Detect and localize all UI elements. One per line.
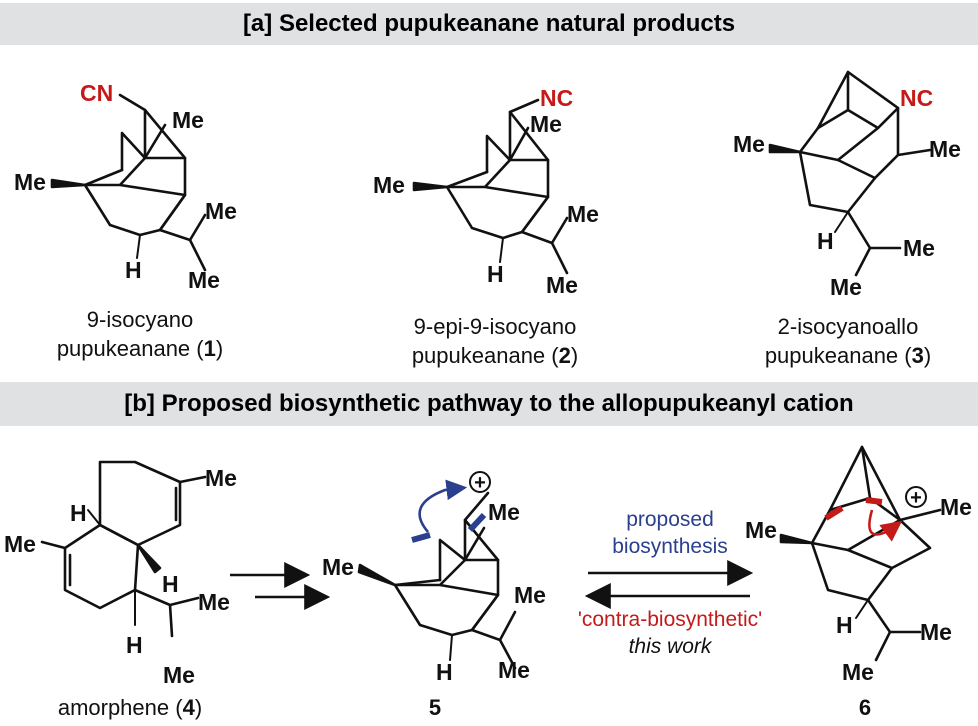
reverse-shift-arrow: [868, 509, 903, 542]
nc-label: NC: [540, 85, 573, 111]
me-label: Me: [322, 554, 354, 580]
cn-label: CN: [80, 80, 113, 106]
me-label: Me: [733, 131, 765, 157]
cation-charge-icon: [469, 471, 491, 493]
me-label: Me: [205, 198, 237, 224]
caption-compound-1: 9-isocyano pupukeanane (1): [56, 307, 224, 361]
structure-compound-5: [357, 491, 517, 670]
h-label: H: [162, 571, 179, 597]
me-label: Me: [205, 465, 237, 491]
me-label: Me: [530, 111, 562, 137]
me-label: Me: [4, 531, 36, 557]
me-label: Me: [514, 582, 546, 608]
me-label: Me: [498, 657, 530, 683]
structure-compound-3: [768, 70, 932, 277]
me-label: Me: [188, 267, 220, 293]
structure-compound-1: [50, 93, 207, 272]
caption-compound-3: 2-isocyanoallo pupukeanane (3): [764, 314, 932, 368]
me-label: Me: [929, 136, 961, 162]
caption-compound-2: 9-epi-9-isocyano pupukeanane (2): [411, 314, 579, 368]
me-label: Me: [163, 662, 195, 688]
me-label: Me: [546, 272, 578, 298]
cation-charge-icon: [905, 486, 927, 508]
me-label: Me: [940, 494, 972, 520]
section-b-title: [b] Proposed biosynthetic pathway to the…: [0, 382, 978, 426]
migrating-bond: [824, 505, 844, 521]
migrating-bond: [411, 532, 431, 543]
me-label: Me: [830, 274, 862, 300]
me-label: Me: [745, 517, 777, 543]
me-label: Me: [920, 619, 952, 645]
caption-compound-4: amorphene (4): [57, 695, 203, 720]
caption-compound-6: 6: [858, 695, 872, 720]
plus-label: +: [910, 487, 922, 509]
me-label: Me: [373, 172, 405, 198]
section-a-title: [a] Selected pupukeanane natural product…: [0, 3, 978, 45]
h-label: H: [836, 612, 853, 638]
me-label: Me: [172, 107, 204, 133]
reverse-arrow-label: 'contra-biosynthetic' this work: [577, 608, 763, 658]
me-label: Me: [567, 201, 599, 227]
plus-label: +: [474, 472, 486, 494]
h-label: H: [125, 257, 142, 283]
bond-shift-arrow: [418, 479, 468, 533]
h-label: H: [436, 659, 453, 685]
me-label: Me: [14, 169, 46, 195]
nc-label: NC: [900, 85, 933, 111]
structure-compound-6: [779, 445, 942, 662]
me-label: Me: [903, 235, 935, 261]
h-label: H: [487, 261, 504, 287]
migrating-bond: [865, 497, 883, 505]
h-label: H: [126, 632, 143, 658]
h-label: H: [70, 500, 87, 526]
structure-compound-4: [40, 460, 207, 638]
structure-compound-2: [412, 98, 569, 275]
caption-compound-5: 5: [428, 695, 442, 720]
me-label: Me: [842, 659, 874, 685]
me-label: Me: [198, 589, 230, 615]
me-label: Me: [488, 499, 520, 525]
h-label: H: [817, 228, 834, 254]
forward-arrow-label: proposed biosynthesis: [612, 508, 728, 558]
migrating-bond: [467, 512, 487, 533]
